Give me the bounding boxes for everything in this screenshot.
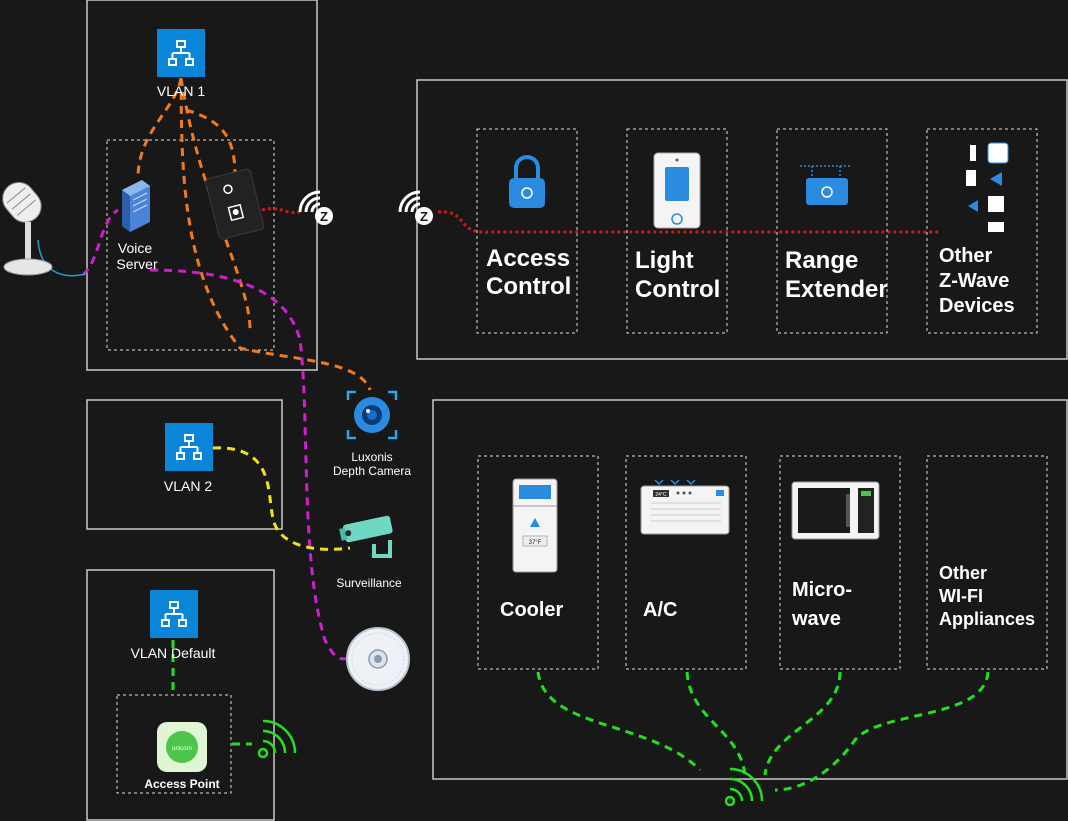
wifi-slot-2 — [625, 455, 747, 670]
zwave-zone — [416, 79, 1068, 360]
other-wifi-appliances[interactable]: Other WI-FI Appliances — [939, 563, 1035, 629]
access-point[interactable]: unicorn Access Point — [144, 722, 220, 791]
network-switch-icon — [149, 589, 199, 639]
surveillance-camera-icon — [339, 515, 393, 558]
light-control-line-2: Control — [635, 276, 720, 303]
vlan-default-zone — [86, 569, 275, 821]
zwave-links — [261, 207, 940, 234]
vlan2-label: VLAN 2 — [164, 478, 212, 494]
depth-camera-label-2: Depth Camera — [333, 464, 411, 478]
wifi-signal-icon — [257, 719, 297, 759]
zwave-slot-3 — [776, 128, 888, 334]
vlan2-switch[interactable]: VLAN 2 — [164, 422, 214, 494]
light-control-line-1: Light — [635, 247, 694, 274]
zwave-slot-2 — [626, 128, 728, 334]
wifi-appliance-links — [536, 671, 990, 792]
access-control-line-2: Control — [486, 273, 571, 300]
microwave-icon — [791, 481, 880, 540]
access-point-group — [116, 694, 232, 794]
mic-cable — [37, 239, 86, 277]
other-wifi-line-3: Appliances — [939, 609, 1035, 629]
vlan1-links — [136, 77, 372, 391]
network-switch-icon — [156, 28, 206, 78]
vlan1-switch[interactable]: VLAN 1 — [156, 28, 206, 99]
air-conditioner-icon: 24°C — [640, 479, 730, 535]
depth-camera[interactable]: Luxonis Depth Camera — [333, 390, 411, 478]
zwave-slot-1 — [476, 128, 578, 334]
ceiling-sensor-icon[interactable] — [346, 627, 410, 691]
vlan1-zone — [86, 0, 318, 371]
vlan-default-label: VLAN Default — [131, 645, 216, 661]
zwave-hub-icon[interactable] — [205, 168, 265, 240]
refrigerator-icon: 37°F — [512, 478, 558, 573]
cooler-label: Cooler — [500, 599, 564, 621]
wifi-slot-1 — [477, 455, 599, 670]
other-zwave-line-1: Other — [939, 245, 993, 267]
vlan1-label: VLAN 1 — [157, 83, 205, 99]
other-wifi-line-2: WI-FI — [939, 586, 983, 606]
wifi-slot-4 — [926, 455, 1048, 670]
other-wifi-line-1: Other — [939, 563, 987, 583]
range-extender-line-1: Range — [785, 247, 858, 274]
depth-camera-label-1: Luxonis — [351, 450, 392, 464]
light-switch-icon — [653, 152, 701, 229]
vlan-default-switch[interactable]: VLAN Default — [131, 589, 216, 661]
device-cluster-icon — [966, 142, 1009, 232]
access-control-line-1: Access — [486, 245, 570, 272]
voice-links — [81, 208, 351, 661]
voice-server-label-1: Voice — [118, 240, 152, 256]
access-control-device[interactable]: Access Control — [486, 155, 571, 300]
wifi-zone — [432, 399, 1068, 780]
zwave-slot-4 — [926, 128, 1038, 334]
voice-server-label-2: Server — [116, 256, 158, 272]
surveillance-camera[interactable]: Surveillance — [336, 515, 402, 590]
access-point-label: Access Point — [144, 777, 219, 791]
depth-camera-icon — [346, 390, 398, 440]
other-zwave-line-2: Z-Wave — [939, 270, 1009, 292]
microwave-appliance[interactable]: Micro- wave — [791, 481, 880, 630]
range-extender-device[interactable]: Range Extender — [785, 165, 888, 303]
ac-temp: 24°C — [655, 492, 667, 498]
vlan1-host-group — [106, 139, 275, 351]
ac-appliance[interactable]: 24°C A/C — [640, 479, 730, 621]
smart-lock-icon — [509, 155, 545, 208]
other-zwave-devices[interactable]: Other Z-Wave Devices — [939, 142, 1015, 317]
range-extender-icon — [800, 165, 852, 205]
surveillance-label: Surveillance — [336, 576, 402, 590]
range-extender-line-2: Extender — [785, 276, 888, 303]
microphone-icon — [2, 181, 53, 276]
wifi-slot-3 — [779, 455, 901, 670]
server-icon — [122, 180, 150, 232]
vlan-default-links — [171, 640, 252, 746]
microwave-line-1: Micro- — [792, 579, 852, 601]
network-switch-icon — [164, 422, 214, 472]
ac-label: A/C — [643, 599, 677, 621]
light-control-device[interactable]: Light Control — [635, 152, 720, 303]
voice-server[interactable]: Voice Server — [116, 180, 158, 272]
cooler-temp: 37°F — [529, 540, 542, 546]
cooler-appliance[interactable]: 37°F Cooler — [500, 478, 564, 621]
microwave-line-2: wave — [791, 608, 841, 630]
other-zwave-line-3: Devices — [939, 295, 1015, 317]
wifi-signal-icon — [724, 767, 764, 807]
vlan2-zone — [86, 399, 283, 530]
access-point-brand: unicorn — [172, 746, 192, 752]
